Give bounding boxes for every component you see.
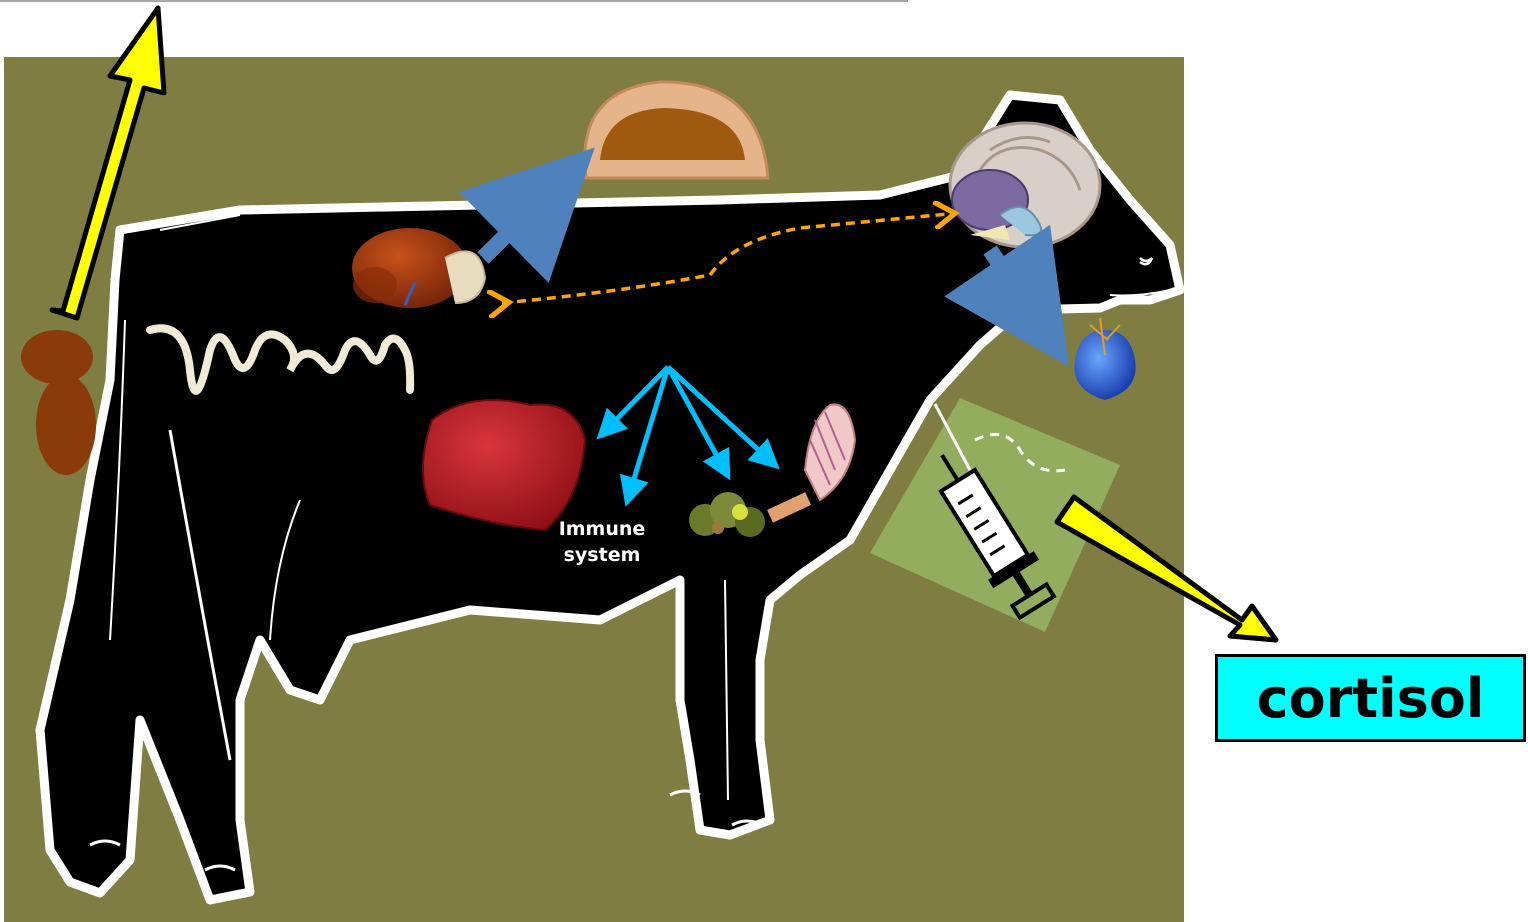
immune-system-label: Immune system [556,516,648,568]
liver-icon [423,400,585,530]
immune-label-line2: system [556,542,648,568]
brain-icon [950,123,1100,247]
immune-label-line1: Immune [556,516,648,542]
cortisol-label: cortisol [1215,654,1526,742]
